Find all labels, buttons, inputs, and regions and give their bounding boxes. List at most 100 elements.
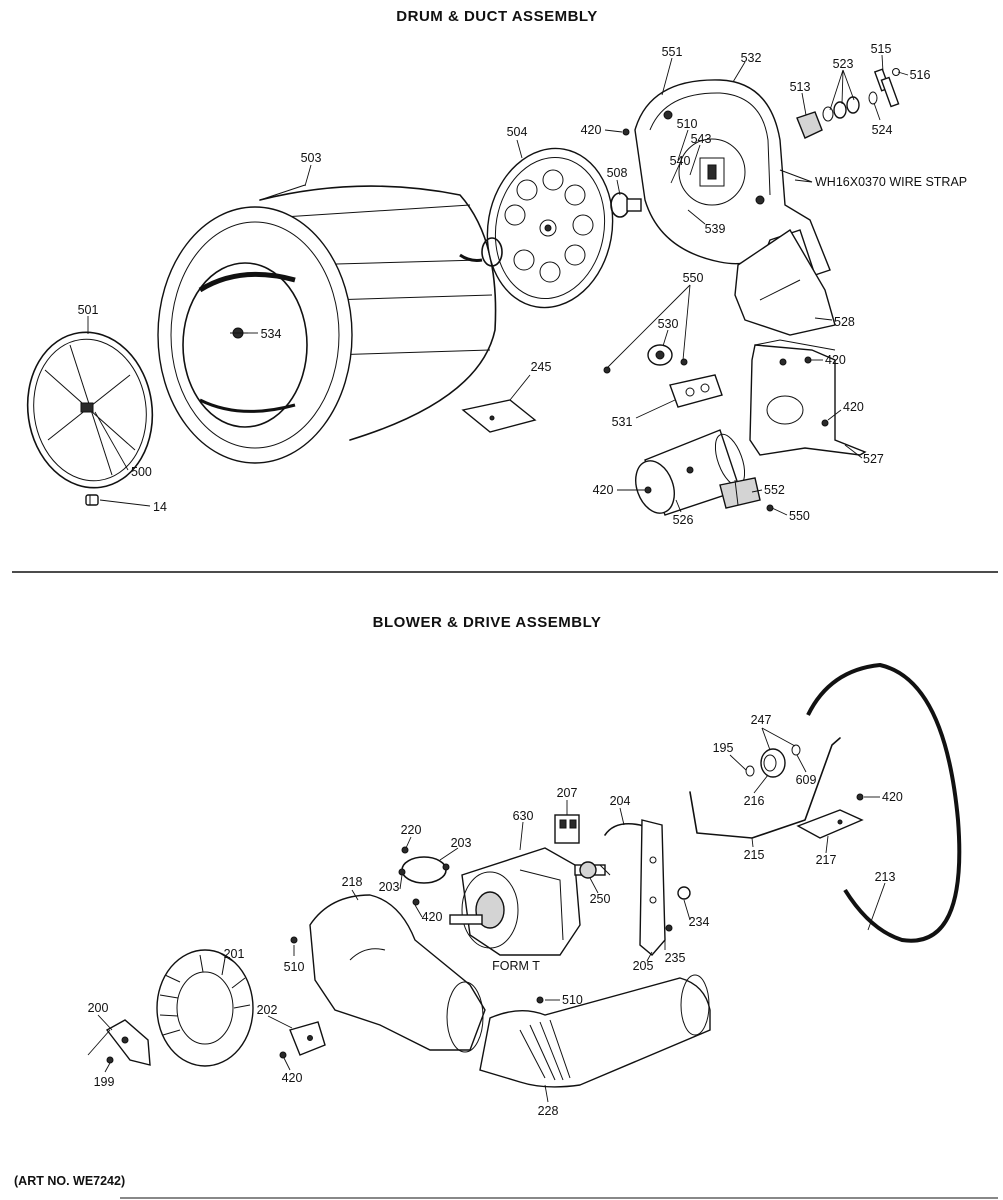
- part-524-515-516-strap: [868, 68, 900, 108]
- label-503: 503: [301, 151, 322, 165]
- part-205-bracket: [639, 819, 666, 956]
- label-245: 245: [531, 360, 552, 374]
- label-220: 220: [401, 823, 422, 837]
- label-504: 504: [507, 125, 528, 139]
- label-form-t: FORM T: [492, 959, 540, 973]
- drum-labels: 551 532 523 515 516 513 524 420 510 543 …: [78, 42, 968, 527]
- label-532: 532: [741, 51, 762, 65]
- part-220-screw: [401, 846, 409, 854]
- part-528-duct-extension: [734, 229, 836, 336]
- part-247-idler-pulley: [760, 748, 786, 778]
- label-201: 201: [224, 947, 245, 961]
- label-528: 528: [834, 315, 855, 329]
- part-508-bearing: [610, 192, 642, 218]
- label-531: 531: [612, 415, 633, 429]
- drum-leader-lines: [87, 54, 909, 516]
- part-234-235-nuts: [665, 886, 691, 932]
- label-420-housing-top: 420: [825, 353, 846, 367]
- part-527-housing: [749, 339, 867, 456]
- label-527: 527: [863, 452, 884, 466]
- label-510-duct: 510: [562, 993, 583, 1007]
- label-215: 215: [744, 848, 765, 862]
- label-501: 501: [78, 303, 99, 317]
- label-420-clip: 420: [282, 1071, 303, 1085]
- label-510-housing: 510: [284, 960, 305, 974]
- blower-leader-lines: [87, 727, 886, 1103]
- part-523-washers: [822, 96, 860, 122]
- screws-drum: [603, 128, 829, 512]
- label-515: 515: [871, 42, 892, 56]
- label-203-side: 203: [379, 880, 400, 894]
- part-200-bracket: [105, 1019, 151, 1066]
- label-516: 516: [910, 68, 931, 82]
- label-550-bottom: 550: [789, 509, 810, 523]
- label-530: 530: [658, 317, 679, 331]
- part-228-exhaust-duct: [479, 974, 711, 1088]
- part-14-clip: [85, 494, 99, 506]
- label-508: 508: [607, 166, 628, 180]
- part-531-mount: [669, 374, 723, 408]
- blower-labels: 247 195 609 216 420 207 204 630 220 203 …: [88, 713, 903, 1118]
- label-228: 228: [538, 1104, 559, 1118]
- label-539: 539: [705, 222, 726, 236]
- label-523: 523: [833, 57, 854, 71]
- label-420-duct: 420: [581, 123, 602, 137]
- part-530-thermostat: [647, 344, 673, 366]
- label-213: 213: [875, 870, 896, 884]
- part-199-screw: [106, 1056, 114, 1064]
- label-420-cylinder: 420: [593, 483, 614, 497]
- label-420-plate: 420: [882, 790, 903, 804]
- part-630-motor: [449, 847, 581, 956]
- label-207: 207: [557, 786, 578, 800]
- art-number: (ART NO. WE7242): [14, 1174, 125, 1188]
- part-202-clip: [289, 1021, 326, 1056]
- label-524: 524: [872, 123, 893, 137]
- part-204-strap: [604, 822, 656, 836]
- label-199: 199: [94, 1075, 115, 1089]
- label-200: 200: [88, 1001, 109, 1015]
- part-207-switch: [554, 814, 580, 844]
- part-201-blower-wheel: [156, 949, 254, 1067]
- part-513-bracket: [796, 111, 823, 139]
- label-543: 543: [691, 132, 712, 146]
- label-235: 235: [665, 951, 686, 965]
- label-wire-strap: WH16X0370 WIRE STRAP: [815, 175, 967, 189]
- label-202: 202: [257, 1003, 278, 1017]
- part-213-belt: [806, 662, 962, 943]
- label-203-top: 203: [451, 836, 472, 850]
- drum-duct-title: DRUM & DUCT ASSEMBLY: [396, 8, 597, 25]
- label-550-top: 550: [683, 271, 704, 285]
- label-216: 216: [744, 794, 765, 808]
- label-510: 510: [677, 117, 698, 131]
- label-14: 14: [153, 500, 167, 514]
- part-501-door-seal: [26, 331, 154, 489]
- part-503-drum: [157, 184, 497, 464]
- part-526-cylinder: [635, 429, 746, 516]
- part-250-shaft: [574, 861, 611, 879]
- label-195: 195: [713, 741, 734, 755]
- label-534: 534: [261, 327, 282, 341]
- label-551: 551: [662, 45, 683, 59]
- label-234: 234: [689, 915, 710, 929]
- blower-drive-title: BLOWER & DRIVE ASSEMBLY: [373, 614, 602, 631]
- label-609: 609: [796, 773, 817, 787]
- part-551-532-duct: [634, 79, 831, 276]
- part-217-plate: [796, 809, 864, 839]
- label-500: 500: [131, 465, 152, 479]
- label-526: 526: [673, 513, 694, 527]
- label-630: 630: [513, 809, 534, 823]
- label-218: 218: [342, 875, 363, 889]
- part-552-terminal-block: [719, 477, 761, 509]
- label-513: 513: [790, 80, 811, 94]
- label-205: 205: [633, 959, 654, 973]
- label-540: 540: [670, 154, 691, 168]
- screws-blower: [279, 793, 864, 1059]
- label-552: 552: [764, 483, 785, 497]
- part-504-rear-panel: [481, 147, 614, 309]
- label-250: 250: [590, 892, 611, 906]
- part-215-idler-arm: [689, 737, 841, 839]
- part-218-blower-housing: [309, 894, 486, 1053]
- part-245-plate: [461, 399, 537, 433]
- part-195-609-washers: [745, 744, 801, 777]
